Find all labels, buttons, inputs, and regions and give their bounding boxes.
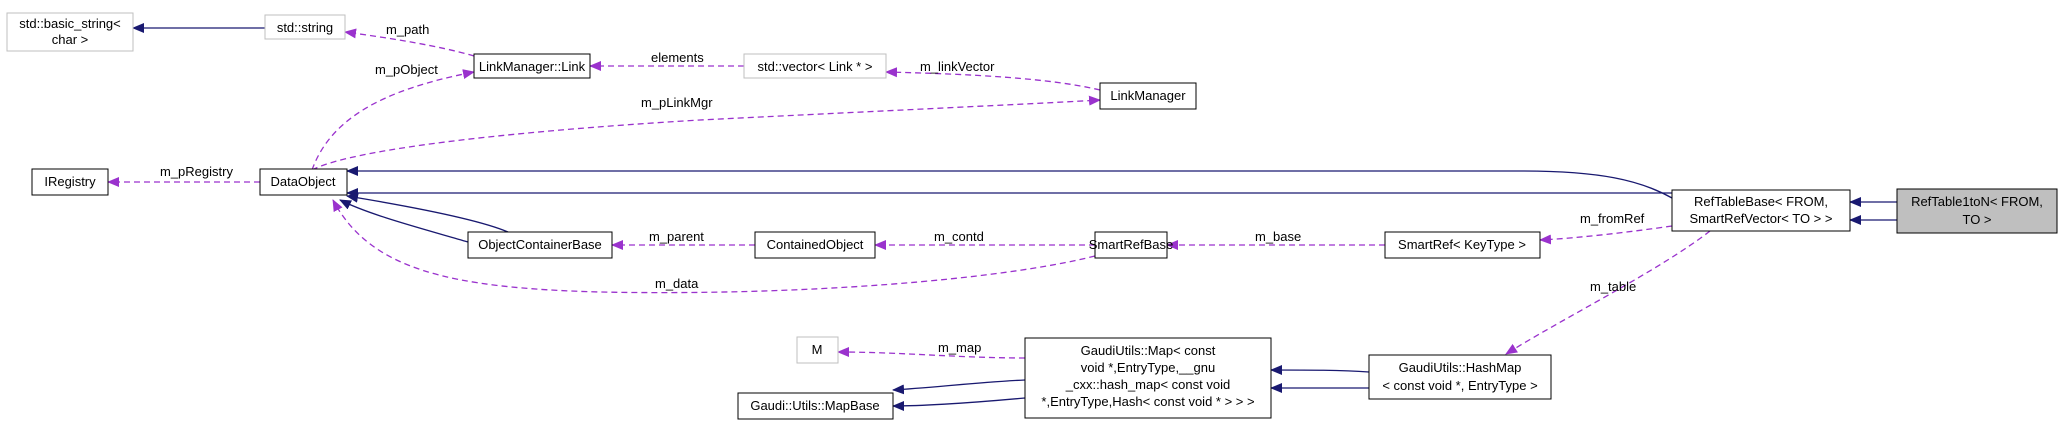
class-node-map-line1: GaudiUtils::Map< const (1081, 343, 1216, 358)
class-node-link[interactable]: LinkManager::Link (473, 53, 591, 79)
edge-label-m-parent: m_parent (649, 229, 704, 244)
edge-reftablebase-to-smartref (1539, 225, 1673, 245)
edge-labels: m_path m_pObject elements m_linkVector m… (160, 22, 1645, 355)
class-node-reftablebase-line2: SmartRefVector< TO > > (1690, 211, 1833, 226)
class-node-map[interactable]: GaudiUtils::Map< const void *,EntryType,… (1024, 337, 1272, 419)
edge-hashmap-to-map-a (1270, 365, 1370, 376)
edge-label-m-map: m_map (938, 340, 981, 355)
class-node-reftablebase[interactable]: RefTableBase< FROM, SmartRefVector< TO >… (1671, 189, 1851, 232)
class-node-smartrefbase[interactable]: SmartRefBase (1089, 231, 1174, 259)
edge-label-m-linkvector: m_linkVector (920, 59, 995, 74)
class-node-iregistry[interactable]: IRegistry (31, 168, 109, 196)
class-node-mapbase[interactable]: Gaudi::Utils::MapBase (737, 392, 894, 420)
class-node-map-line3: _cxx::hash_map< const void (1065, 377, 1230, 392)
class-node-m[interactable]: M (796, 336, 839, 364)
edge-map-to-m (837, 347, 1026, 359)
class-node-basic-string-line1: std::basic_string< (19, 16, 121, 31)
class-node-contained-label: ContainedObject (767, 237, 864, 252)
edge-reftablebase-to-hashmap (1505, 230, 1711, 355)
class-node-objcontainer[interactable]: ObjectContainerBase (467, 231, 613, 259)
edge-label-m-pregistry: m_pRegistry (160, 164, 233, 179)
edge-label-elements: elements (651, 50, 704, 65)
edge-objcontainer-to-dataobject-a (346, 192, 509, 233)
class-node-iregistry-label: IRegistry (44, 174, 96, 189)
class-node-smartref[interactable]: SmartRef< KeyType > (1384, 231, 1541, 259)
class-node-hashmap-line2: < const void *, EntryType > (1382, 378, 1537, 393)
edge-dataobject-to-linkmanager (311, 95, 1101, 171)
class-node-dataobject[interactable]: DataObject (259, 168, 348, 196)
edge-map-to-mapbase-b (892, 397, 1026, 411)
edge-dataobject-to-link (311, 69, 475, 171)
class-node-hashmap[interactable]: GaudiUtils::HashMap < const void *, Entr… (1368, 354, 1552, 400)
class-node-smartrefbase-label: SmartRefBase (1089, 237, 1174, 252)
class-node-reftablebase-line1: RefTableBase< FROM, (1694, 194, 1828, 209)
class-node-mapbase-label: Gaudi::Utils::MapBase (750, 398, 879, 413)
edge-map-to-mapbase-a (892, 379, 1026, 395)
edge-label-m-plinkmgr: m_pLinkMgr (641, 95, 713, 110)
class-node-map-line4: *,EntryType,Hash< const void * > > > (1041, 394, 1254, 409)
class-node-smartref-label: SmartRef< KeyType > (1398, 237, 1526, 252)
class-node-map-line2: void *,EntryType,__gnu (1081, 360, 1215, 375)
class-node-basic-string[interactable]: std::basic_string< char > (6, 12, 134, 52)
edge-label-m-data: m_data (655, 276, 699, 291)
class-node-linkmanager[interactable]: LinkManager (1099, 82, 1197, 110)
class-node-string[interactable]: std::string (264, 14, 346, 40)
edge-objcontainer-to-dataobject-b (339, 199, 469, 243)
nodes: std::basic_string< char > std::string Li… (6, 12, 2058, 420)
edge-label-m-contd: m_contd (934, 229, 984, 244)
class-node-m-label: M (812, 342, 823, 357)
class-node-string-label: std::string (277, 20, 333, 35)
class-node-basic-string-line2: char > (52, 32, 89, 47)
edge-label-m-base: m_base (1255, 229, 1301, 244)
class-node-vector[interactable]: std::vector< Link * > (743, 53, 887, 79)
class-node-objcontainer-label: ObjectContainerBase (478, 237, 602, 252)
edge-reftablebase-to-dataobject-top (346, 166, 1673, 199)
class-node-reftable1ton[interactable]: RefTable1toN< FROM, TO > (1896, 188, 2058, 234)
class-node-reftable1ton-line1: RefTable1toN< FROM, (1911, 194, 2043, 209)
edges (107, 23, 1897, 411)
class-node-dataobject-label: DataObject (270, 174, 335, 189)
edge-smartrefbase-to-dataobject (332, 199, 1096, 294)
class-node-vector-label: std::vector< Link * > (758, 59, 873, 74)
class-node-contained[interactable]: ContainedObject (754, 231, 876, 259)
class-node-hashmap-line1: GaudiUtils::HashMap (1399, 360, 1522, 375)
class-node-link-label: LinkManager::Link (479, 59, 586, 74)
class-node-reftable1ton-line2: TO > (1962, 212, 1991, 227)
edge-label-m-fromref: m_fromRef (1580, 211, 1645, 226)
edge-linkmanager-to-vector (885, 67, 1101, 91)
edge-link-to-string (344, 28, 475, 57)
edge-label-m-path: m_path (386, 22, 429, 37)
class-node-linkmanager-label: LinkManager (1110, 88, 1186, 103)
edge-label-m-pobject: m_pObject (375, 62, 438, 77)
edge-label-m-table: m_table (1590, 279, 1636, 294)
